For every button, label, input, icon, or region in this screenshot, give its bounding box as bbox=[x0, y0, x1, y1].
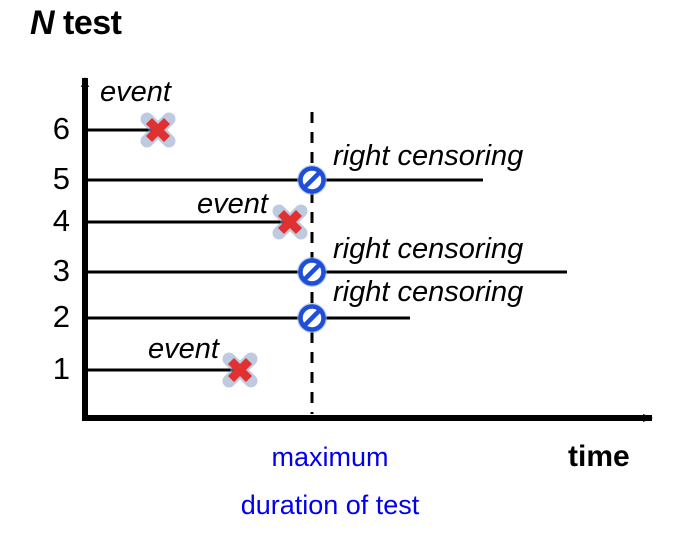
y-tick-5: 5 bbox=[52, 161, 70, 196]
censor-marker-subject-5 bbox=[297, 165, 327, 195]
censor-marker-subject-3 bbox=[297, 257, 327, 287]
page-title: N test bbox=[30, 4, 122, 42]
annotation-event-subject-4: event bbox=[197, 188, 268, 220]
annotation-event-subject-6: event bbox=[100, 76, 171, 108]
y-tick-1: 1 bbox=[52, 351, 70, 386]
censor-markers bbox=[297, 165, 327, 333]
annotation-right-censoring-subject-3: right censoring bbox=[333, 233, 524, 265]
y-tick-3: 3 bbox=[52, 253, 70, 288]
event-marker-subject-1 bbox=[222, 352, 258, 388]
axis-group bbox=[81, 77, 653, 422]
annotation-right-censoring-subject-2: right censoring bbox=[333, 276, 524, 308]
event-marker-subject-4 bbox=[272, 204, 308, 240]
y-tick-2: 2 bbox=[52, 299, 70, 334]
page-title-roman: test bbox=[54, 4, 122, 42]
page-title-italic: N bbox=[30, 4, 55, 42]
annotation-right-censoring-subject-5: right censoring bbox=[333, 140, 524, 172]
event-marker-subject-6 bbox=[140, 112, 176, 148]
max-duration-caption-line2: duration of test bbox=[240, 490, 420, 520]
y-tick-6: 6 bbox=[52, 111, 70, 146]
max-duration-caption-line1: maximum bbox=[271, 442, 389, 472]
y-tick-4: 4 bbox=[52, 203, 70, 238]
annotation-event-subject-1: event bbox=[148, 333, 219, 365]
x-axis-label: time bbox=[568, 440, 630, 473]
event-markers bbox=[140, 112, 308, 388]
censor-marker-subject-2 bbox=[297, 303, 327, 333]
